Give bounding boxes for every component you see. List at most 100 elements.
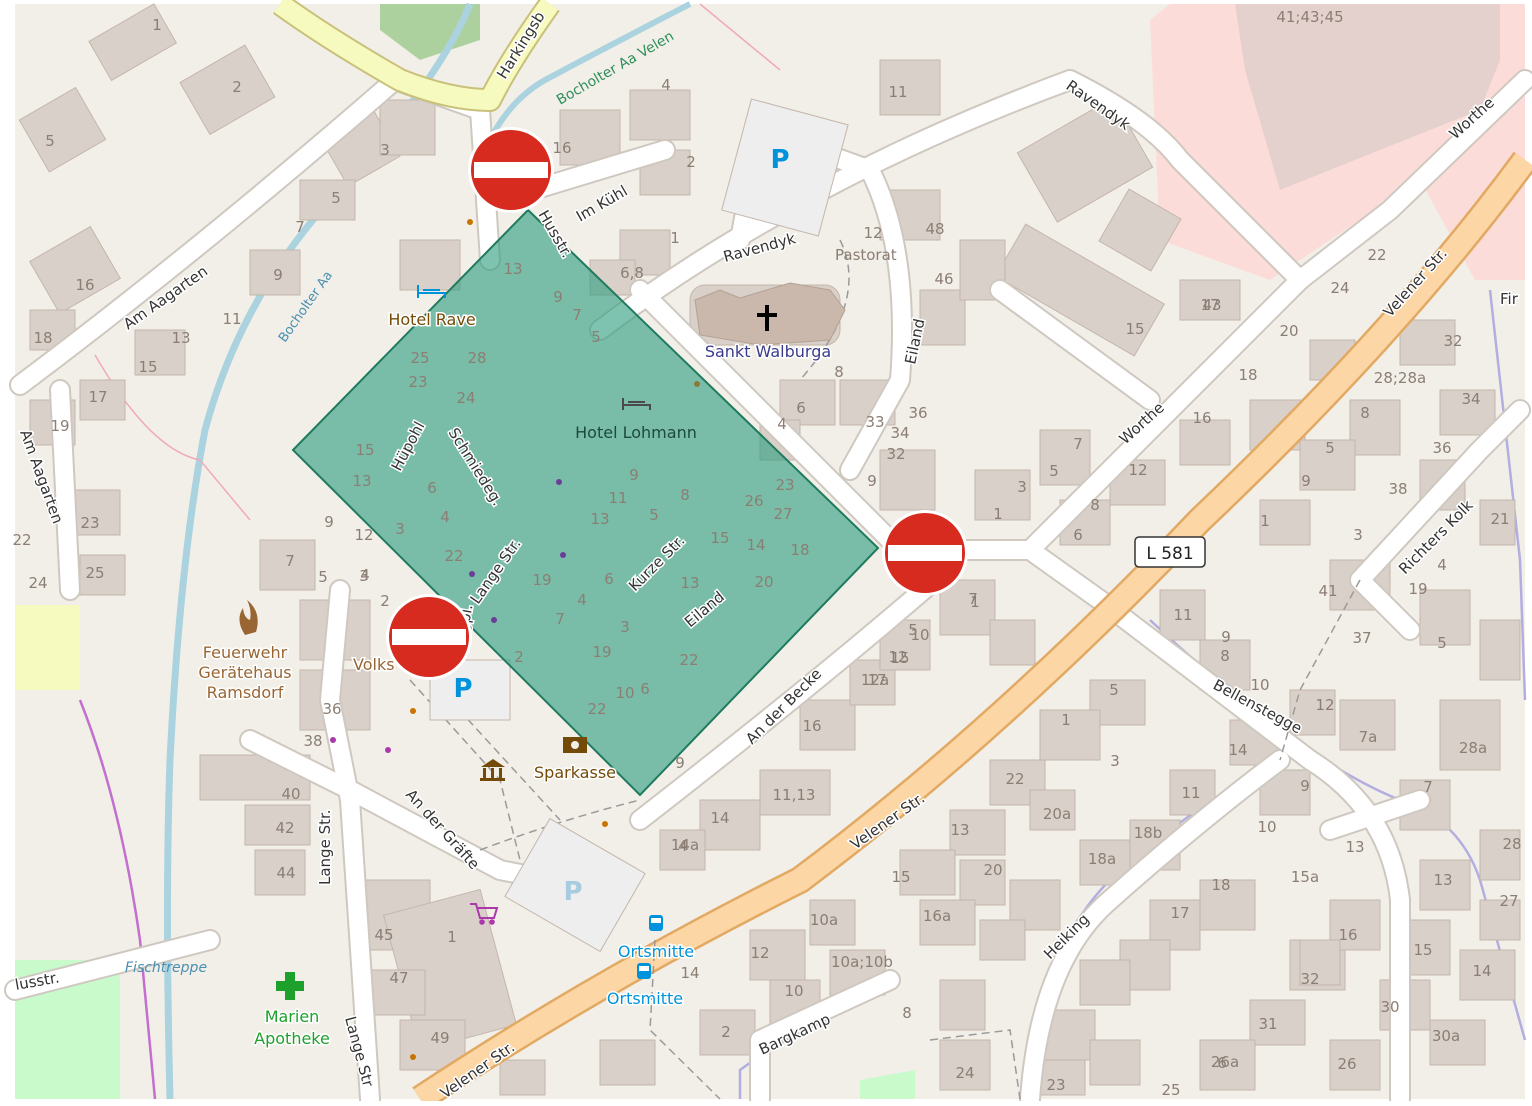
house-number: 13 — [171, 329, 190, 347]
house-number: 7 — [285, 552, 295, 570]
house-number: 10 — [1257, 818, 1276, 836]
parking-area-north — [721, 98, 849, 237]
house-number: 22 — [12, 531, 31, 549]
pharmacy-cross-icon — [276, 972, 304, 1000]
house-number: 38 — [303, 732, 322, 750]
house-number: 36 — [908, 404, 927, 422]
road-fills — [6, 71, 1532, 1106]
poi-label-hotel-lohmann: Hotel Lohmann — [575, 423, 697, 442]
house-number: 26 — [1337, 1055, 1356, 1073]
house-number: 23 — [775, 476, 794, 494]
house-number: 46 — [934, 270, 953, 288]
house-number: 14a — [671, 836, 699, 854]
house-number: 2 — [686, 153, 696, 171]
house-number: 25 — [410, 349, 429, 367]
house-number: 6 — [1217, 1054, 1227, 1072]
house-number: 15a — [1291, 868, 1319, 886]
house-number: 28 — [467, 349, 486, 367]
house-number: 5 — [45, 132, 55, 150]
house-number: 16 — [1338, 926, 1357, 944]
bocholter-aa-velen-stream — [487, 1, 692, 142]
house-number: 43 — [1202, 296, 1221, 314]
house-number: 34 — [1461, 390, 1480, 408]
restricted-traffic-zone[interactable] — [291, 208, 880, 797]
no-entry-sign-east[interactable] — [882, 510, 968, 596]
road-bellenstegge — [631, 281, 1319, 769]
house-number: 25 — [85, 564, 104, 582]
house-number: 14 — [710, 809, 729, 827]
house-number: 7 — [1423, 778, 1433, 796]
house-number: 11 — [1173, 606, 1192, 624]
house-number: 32 — [1300, 970, 1319, 988]
house-number: 13 — [590, 510, 609, 528]
poi-label-pastorat: Pastorat — [835, 246, 897, 264]
house-number: 22 — [444, 547, 463, 565]
house-number: 11 — [888, 83, 907, 101]
shopping-cart-icon — [470, 903, 499, 925]
house-number: 22 — [1367, 246, 1386, 264]
house-number: 6 — [427, 479, 437, 497]
house-number: 5 — [318, 568, 328, 586]
house-number: 42 — [275, 819, 294, 837]
house-number: 18 — [790, 541, 809, 559]
house-number: 6 — [604, 570, 614, 588]
street-label-fi: Fir — [1500, 290, 1519, 308]
house-number: 20 — [983, 861, 1002, 879]
school-area — [15, 605, 80, 690]
house-number: 10a;10b — [831, 953, 893, 971]
house-number: 17 — [88, 388, 107, 406]
house-number: 45 — [374, 926, 393, 944]
church-sankt-walburga[interactable] — [694, 282, 846, 346]
house-number: 30a — [1432, 1027, 1460, 1045]
house-number: 6,8 — [620, 264, 644, 282]
house-number: 31 — [1258, 1015, 1277, 1033]
house-number: 16 — [802, 717, 821, 735]
house-number: 9 — [1300, 777, 1310, 795]
parking-icon-north: P — [770, 145, 789, 175]
house-number: 10a — [810, 911, 838, 929]
house-number: 13 — [680, 574, 699, 592]
house-number: 48 — [925, 220, 944, 238]
house-number: 19 — [1408, 580, 1427, 598]
no-entry-sign-north[interactable] — [468, 127, 554, 213]
house-number: 14 — [680, 964, 699, 982]
house-number: 12 — [1315, 696, 1334, 714]
house-number: 8 — [834, 363, 844, 381]
house-number: 40 — [281, 785, 300, 803]
road-harkingsb — [274, 0, 559, 110]
house-number: 18 — [1211, 876, 1230, 894]
house-number: 12 — [354, 526, 373, 544]
no-entry-sign-west[interactable] — [386, 594, 472, 680]
poi-label-apotheke: Apotheke — [254, 1029, 330, 1048]
house-number: 19 — [592, 643, 611, 661]
house-number: 24 — [456, 389, 475, 407]
house-number: 11 — [608, 489, 627, 507]
house-number: 15 — [890, 649, 909, 667]
house-number: 12 — [1128, 461, 1147, 479]
road-worthe-spur — [991, 281, 1159, 409]
house-number: 15 — [1413, 941, 1432, 959]
house-number: 10 — [1250, 676, 1269, 694]
house-number: 3 — [620, 618, 630, 636]
house-number: 13 — [352, 472, 371, 490]
road-bellenstegge-south — [1301, 751, 1409, 1106]
house-number: 9 — [324, 513, 334, 531]
house-number: 20a — [1043, 805, 1071, 823]
house-number: 1 — [670, 229, 680, 247]
house-number: 1 — [993, 505, 1003, 523]
label-fischtreppe: Fischtreppe — [125, 960, 207, 976]
house-number: 23 — [1046, 1076, 1065, 1094]
house-number: 33 — [865, 413, 884, 431]
house-number: 4 — [440, 508, 450, 526]
house-number: 9 — [629, 466, 639, 484]
house-number: 9 — [1221, 628, 1231, 646]
house-number: 8 — [1090, 496, 1100, 514]
house-number: 14 — [1228, 741, 1247, 759]
bank-icon — [563, 737, 587, 753]
house-number: 24 — [955, 1064, 974, 1082]
house-number: 32 — [1443, 332, 1462, 350]
house-number: 28a — [1459, 739, 1487, 757]
house-number: 3 — [1353, 526, 1363, 544]
